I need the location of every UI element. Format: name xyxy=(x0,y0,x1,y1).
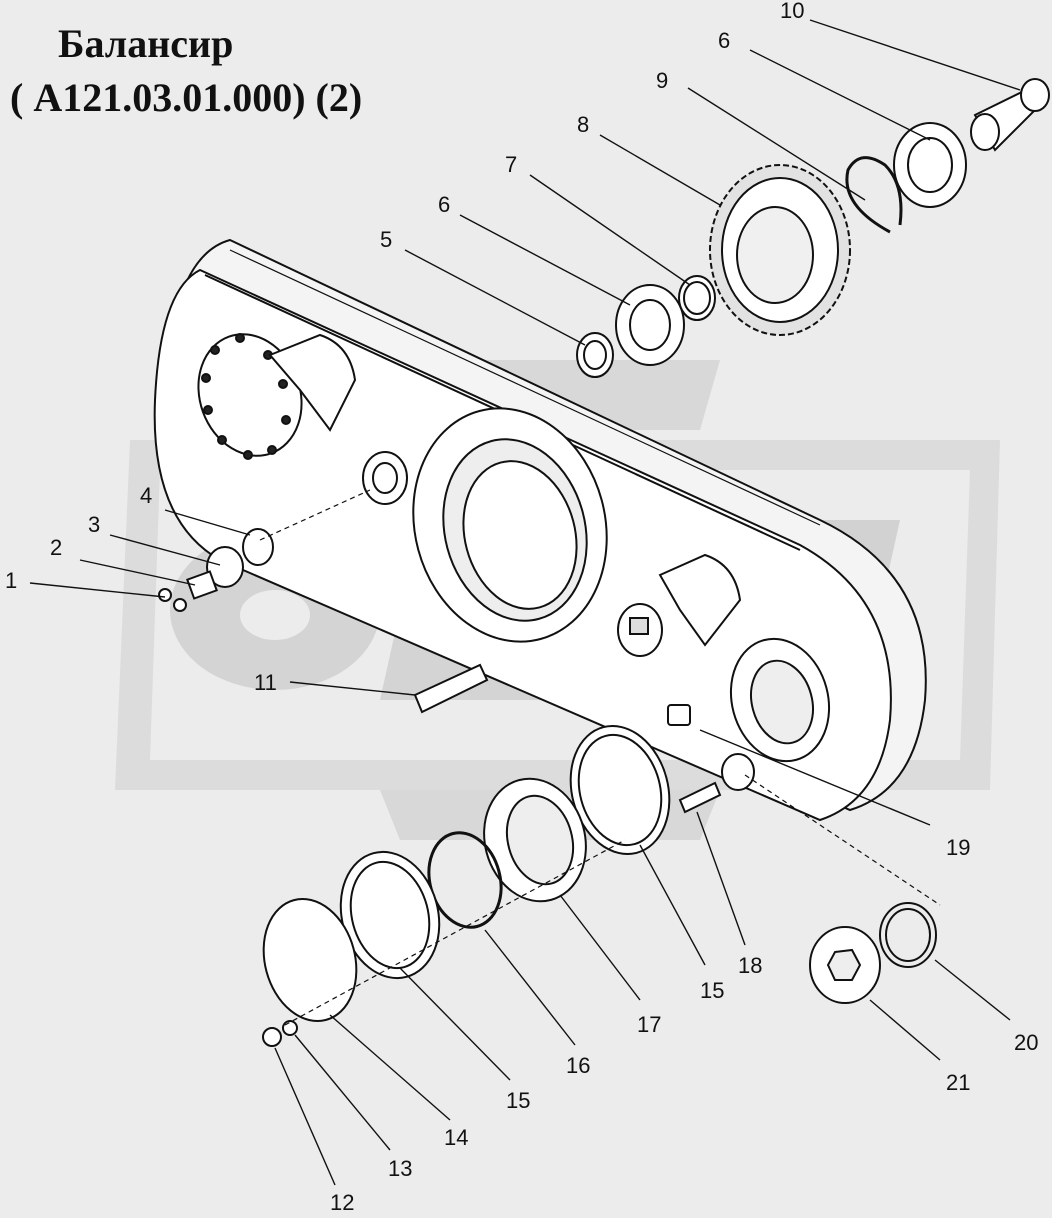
part-2-lock xyxy=(186,570,218,600)
part-21-plug xyxy=(809,926,881,1004)
upper-cover xyxy=(197,333,303,460)
part-12-nut xyxy=(262,1027,282,1047)
part-6-bearing-left xyxy=(615,284,685,366)
callout-6: 6 xyxy=(718,28,730,53)
part-19-plug xyxy=(667,704,691,726)
callout-15: 15 xyxy=(506,1088,530,1113)
part-7-ring xyxy=(678,275,716,321)
part-18-stud xyxy=(678,781,722,814)
callout-4: 4 xyxy=(140,483,152,508)
part-13-washer xyxy=(282,1020,298,1036)
callout-9: 9 xyxy=(656,68,668,93)
part-11-stud xyxy=(413,663,489,714)
callout-16: 16 xyxy=(566,1053,590,1078)
part-5-seal xyxy=(576,332,614,378)
callout-13: 13 xyxy=(388,1156,412,1181)
callout-12: 12 xyxy=(330,1190,354,1213)
part-14-cover xyxy=(262,897,358,1023)
part-1-bolts xyxy=(158,588,187,612)
callout-1: 1 xyxy=(5,568,17,593)
part-15-gasket-lower xyxy=(339,850,441,980)
callout-7: 7 xyxy=(505,152,517,177)
right-flange xyxy=(729,637,831,763)
callout-17: 17 xyxy=(637,1012,661,1037)
assembly-axis-lines xyxy=(259,489,941,1026)
drawing-part-number: ( А121.03.01.000) (2) xyxy=(10,75,363,120)
callout-14: 14 xyxy=(444,1125,468,1150)
part-3-plate xyxy=(206,546,244,588)
counterweight-upper xyxy=(268,333,357,432)
drawing-title: Балансир xyxy=(58,21,234,66)
part-4-oring xyxy=(242,528,274,566)
part-8-gear xyxy=(709,164,851,336)
part-9-snap-ring xyxy=(845,156,903,234)
part-15-gasket-upper xyxy=(569,724,671,856)
leader-lines xyxy=(29,19,1021,1186)
callout-15: 15 xyxy=(700,978,724,1003)
callout-11: 11 xyxy=(254,670,277,695)
callout-6: 6 xyxy=(438,192,450,217)
part-20-oring xyxy=(879,902,937,968)
part-6-bearing-right xyxy=(893,122,967,208)
callout-8: 8 xyxy=(577,112,589,137)
callout-20: 20 xyxy=(1014,1030,1038,1055)
upper-seal-ring xyxy=(362,451,408,505)
right-seal xyxy=(721,753,755,791)
callout-18: 18 xyxy=(738,953,762,978)
central-flange xyxy=(412,407,608,643)
part-17-flange xyxy=(483,777,587,903)
callout-5: 5 xyxy=(380,227,392,252)
callout-10: 10 xyxy=(780,0,804,23)
callout-19: 19 xyxy=(946,835,970,860)
callout-21: 21 xyxy=(946,1070,970,1095)
callout-2: 2 xyxy=(50,535,62,560)
counterweight-lower xyxy=(658,553,742,647)
inspection-plug xyxy=(617,603,663,657)
part-10-shaft xyxy=(970,78,1050,152)
callout-3: 3 xyxy=(88,512,100,537)
